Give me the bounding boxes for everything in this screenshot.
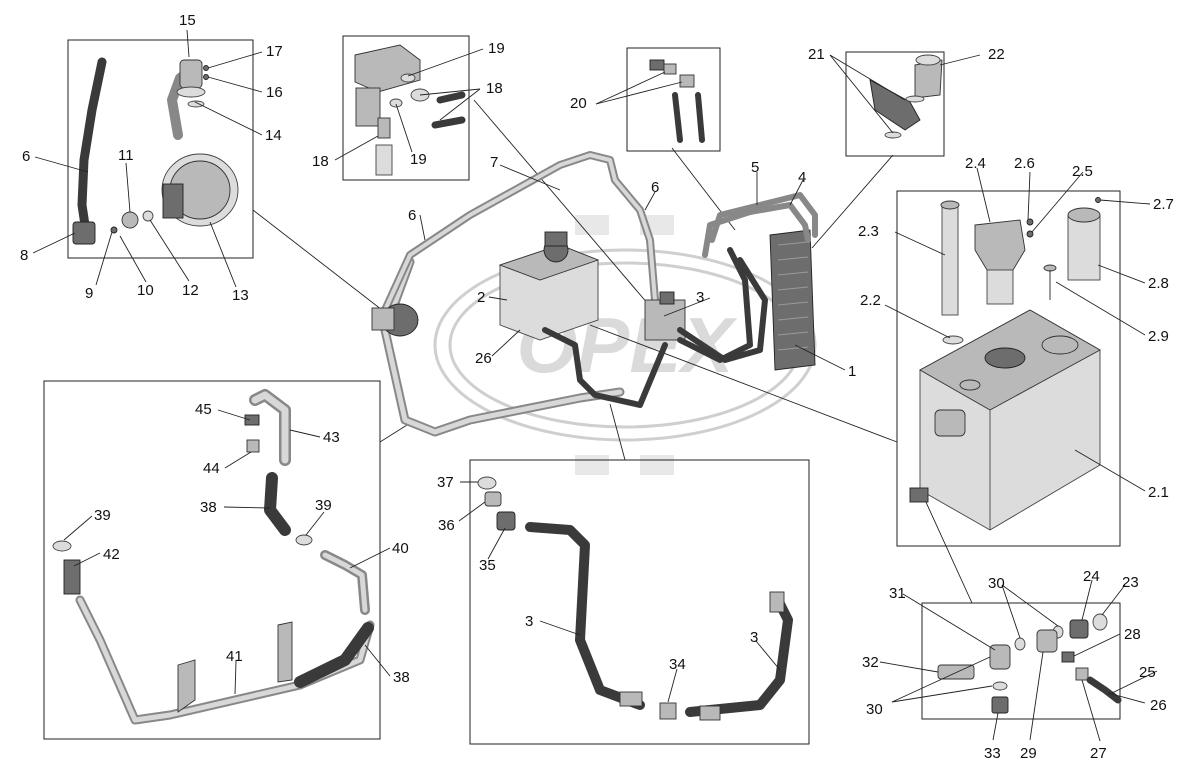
callout-20: 20: [570, 95, 587, 112]
callout-19-bottom: 19: [410, 151, 427, 168]
callout-18-left: 18: [312, 153, 329, 170]
callout-19-top: 19: [488, 40, 505, 57]
callout-39-right: 39: [315, 497, 332, 514]
callout-8: 8: [20, 247, 28, 264]
callout-38-top: 38: [200, 499, 217, 516]
detail-pump-parts: [72, 57, 239, 245]
callout-13: 13: [232, 287, 249, 304]
callout-2-5: 2.5: [1072, 163, 1093, 180]
callout-4: 4: [798, 169, 806, 186]
callout-43: 43: [323, 429, 340, 446]
callout-labels: 6 8 9 10 11 12 13 14 15 16 17 19 18 18 1…: [20, 12, 1174, 762]
leader-lines: [32, 29, 1158, 742]
callout-26-main: 26: [475, 350, 492, 367]
callout-29: 29: [1020, 745, 1037, 762]
detail-box-tank: [896, 190, 1121, 547]
callout-44: 44: [203, 460, 220, 477]
detail-box-filler: [845, 51, 945, 157]
detail-tank-parts: [909, 197, 1101, 531]
callout-2: 2: [477, 289, 485, 306]
callout-10: 10: [137, 282, 154, 299]
callout-6: 6: [22, 148, 30, 165]
callout-18-right: 18: [486, 80, 503, 97]
detail-box-valve-fittings: [342, 35, 470, 181]
callout-25: 25: [1139, 664, 1156, 681]
callout-2-2: 2.2: [860, 292, 881, 309]
callout-2-6: 2.6: [1014, 155, 1035, 172]
callout-33: 33: [984, 745, 1001, 762]
callout-22: 22: [988, 46, 1005, 63]
callout-2-8: 2.8: [1148, 275, 1169, 292]
detail-box-drain-fittings: [921, 602, 1121, 720]
callout-2-9: 2.9: [1148, 328, 1169, 345]
callout-37: 37: [437, 474, 454, 491]
callout-30-top: 30: [988, 575, 1005, 592]
detail-suction-pipe-parts: [52, 389, 375, 725]
callout-26-drain: 26: [1150, 697, 1167, 714]
detail-box-pump: [67, 39, 254, 259]
callout-7: 7: [490, 154, 498, 171]
detail-box-pressure-hoses: [469, 459, 810, 745]
detail-pressure-hoses-parts: [477, 476, 793, 721]
callout-27: 27: [1090, 745, 1107, 762]
callout-14: 14: [265, 127, 282, 144]
callout-3-right: 3: [750, 629, 758, 646]
callout-35: 35: [479, 557, 496, 574]
callout-31: 31: [889, 585, 906, 602]
callout-12: 12: [182, 282, 199, 299]
callout-3-left: 3: [525, 613, 533, 630]
callout-40: 40: [392, 540, 409, 557]
callout-6-main: 6: [408, 207, 416, 224]
callout-36: 36: [438, 517, 455, 534]
callout-3-main: 3: [696, 289, 704, 306]
detail-valve-fittings-parts: [354, 44, 466, 176]
callout-2-1: 2.1: [1148, 484, 1169, 501]
callout-45: 45: [195, 401, 212, 418]
callout-30-bottom: 30: [866, 701, 883, 718]
callout-39-left: 39: [94, 507, 111, 524]
detail-drain-fittings-parts: [937, 613, 1122, 714]
callout-11: 11: [118, 147, 134, 164]
detail-box-hose-fittings: [626, 47, 721, 152]
callout-9: 9: [85, 285, 93, 302]
callout-17: 17: [266, 43, 283, 60]
callout-15: 15: [179, 12, 196, 29]
callout-2-3: 2.3: [858, 223, 879, 240]
detail-filler-parts: [869, 54, 943, 139]
callout-41: 41: [226, 648, 243, 665]
callout-1: 1: [848, 363, 856, 380]
callout-6-right: 6: [651, 179, 659, 196]
callout-16: 16: [266, 84, 283, 101]
callout-2-4: 2.4: [965, 155, 986, 172]
callout-24: 24: [1083, 568, 1100, 585]
callout-42: 42: [103, 546, 120, 563]
callout-2-7: 2.7: [1153, 196, 1174, 213]
main-assembly: [371, 151, 818, 437]
callout-28: 28: [1124, 626, 1141, 643]
callout-34: 34: [669, 656, 686, 673]
detail-box-suction-pipe: [43, 380, 381, 740]
callout-32: 32: [862, 654, 879, 671]
callout-21: 21: [808, 46, 825, 63]
callout-5: 5: [751, 159, 759, 176]
callout-23: 23: [1122, 574, 1139, 591]
callout-38-bottom: 38: [393, 669, 410, 686]
detail-hose-fittings-parts: [649, 59, 705, 143]
